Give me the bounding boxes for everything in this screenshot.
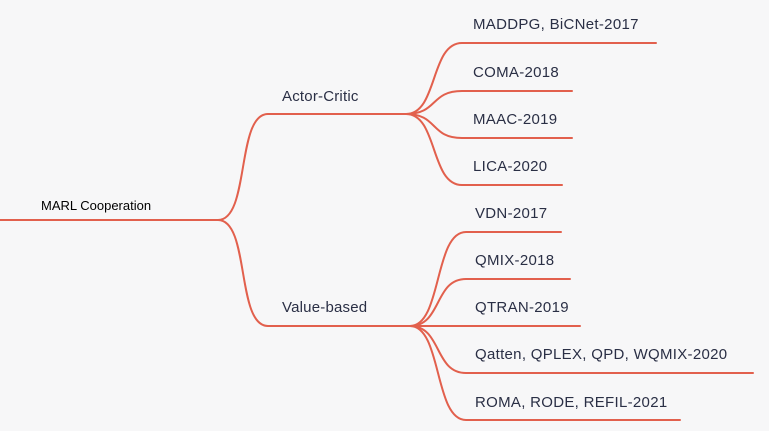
connector-value-based-leaf-1	[409, 231, 562, 327]
leaf-qtran: QTRAN-2019	[475, 299, 569, 316]
connector-actor-critic-leaf-4	[405, 113, 563, 186]
connector-value-based-leaf-2	[409, 278, 571, 327]
connector-actor-critic-leaf-3	[405, 113, 573, 139]
connector-root-actor-critic	[217, 113, 407, 221]
connector-actor-critic-leaf-2	[405, 90, 573, 115]
branch-actor-critic-label: Actor-Critic	[282, 88, 359, 105]
branch-value-based-label: Value-based	[282, 299, 368, 316]
leaf-maac: MAAC-2019	[473, 111, 558, 128]
connector-actor-critic-leaf-1	[405, 42, 657, 115]
leaf-vdn: VDN-2017	[475, 205, 548, 222]
connector-root-value-based	[217, 219, 411, 327]
leaf-qatten-qplex-qpd-wqmix: Qatten, QPLEX, QPD, WQMIX-2020	[475, 346, 728, 363]
leaf-qmix: QMIX-2018	[475, 252, 555, 269]
leaf-roma-rode-refil: ROMA, RODE, REFIL-2021	[475, 394, 668, 411]
connector-value-based-leaf-5	[409, 325, 681, 421]
connector-value-based-leaf-4	[409, 325, 754, 374]
leaf-lica: LICA-2020	[473, 158, 548, 175]
root-node-label: MARL Cooperation	[41, 198, 152, 213]
leaf-maddpg-bicnet: MADDPG, BiCNet-2017	[473, 16, 639, 33]
leaf-coma: COMA-2018	[473, 64, 560, 81]
